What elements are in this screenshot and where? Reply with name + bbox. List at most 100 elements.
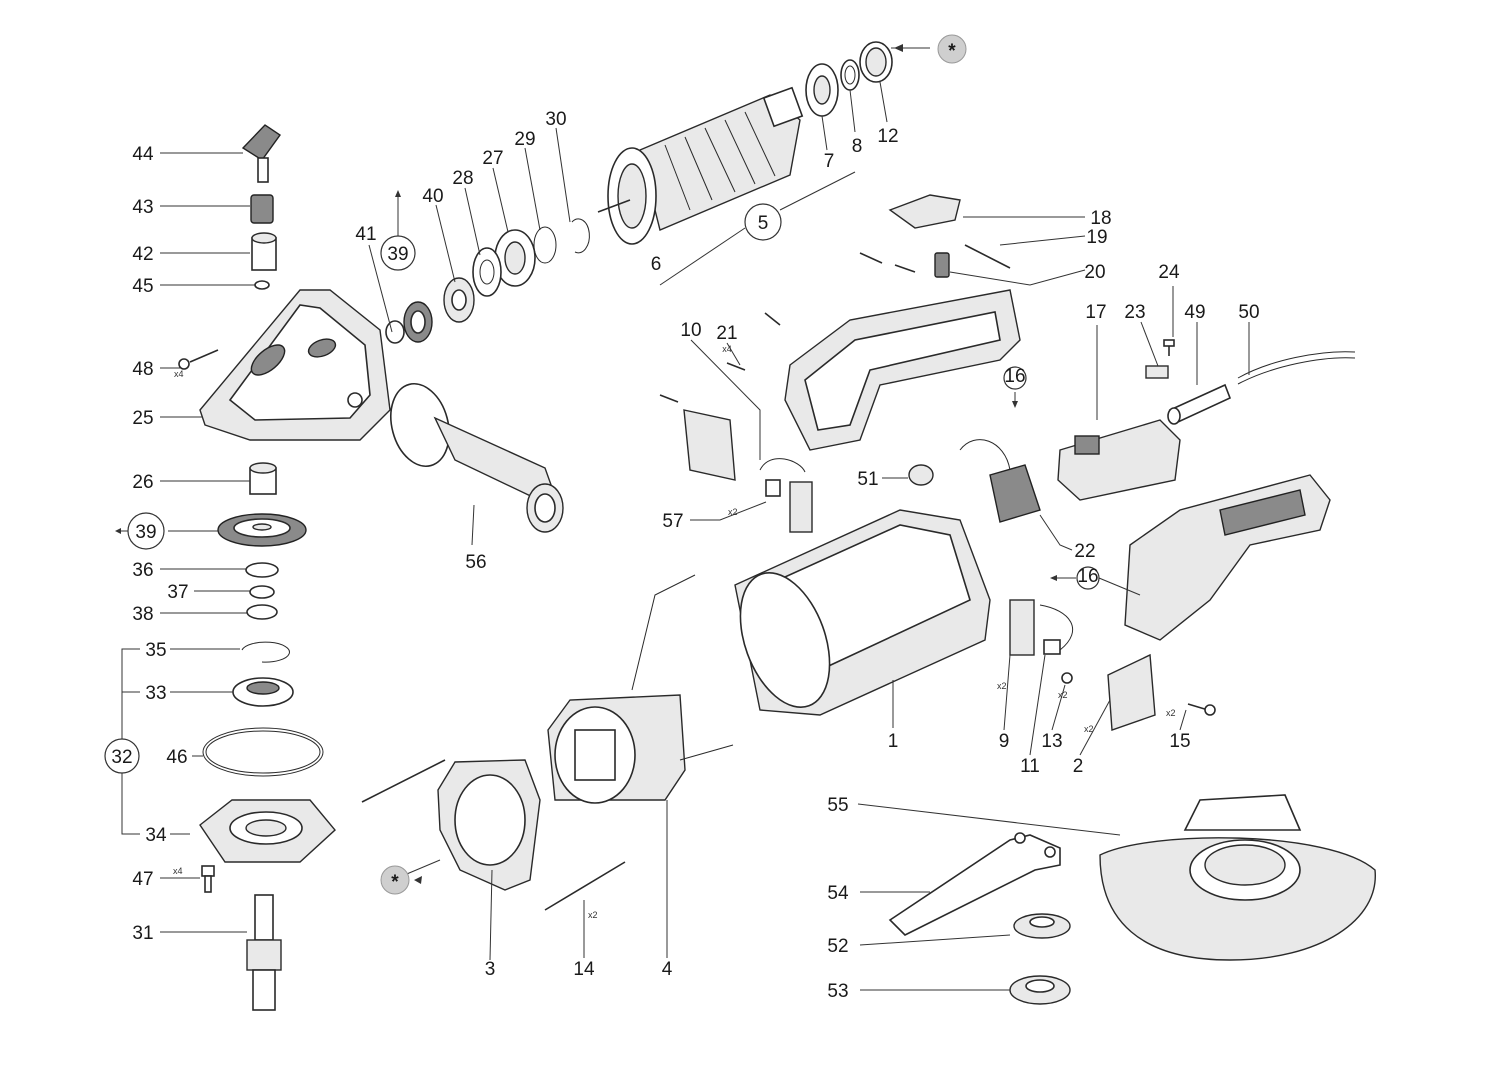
label-47: 47 — [132, 869, 153, 890]
power-cord-50 — [1237, 351, 1356, 385]
svg-text:*: * — [391, 872, 399, 893]
label-43: 43 — [132, 197, 153, 218]
label-49: 49 — [1184, 302, 1205, 323]
screw-21d — [726, 362, 746, 371]
callout-circle-5 — [744, 203, 782, 241]
spring-20 — [934, 252, 950, 278]
label-23: 23 — [1124, 302, 1145, 323]
label-41: 41 — [355, 224, 376, 245]
label-10: 10 — [680, 320, 701, 341]
label-55: 55 — [827, 795, 848, 816]
through-bolt-14a — [361, 759, 446, 803]
quantity-markers: x4 x4 x2 x2 x2 x2 x2 x2 x4 — [173, 344, 1176, 920]
switch-lever-18 — [888, 194, 961, 229]
circlip-35 — [241, 641, 290, 663]
ring-8 — [840, 59, 860, 91]
qty-2: x2 — [1084, 724, 1094, 734]
label-12: 12 — [877, 126, 898, 147]
label-31: 31 — [132, 923, 153, 944]
label-16-mid: 16 — [1077, 566, 1098, 587]
washer-37 — [249, 585, 275, 599]
part-number-labels: 44 43 42 45 48 25 26 39 36 37 38 35 33 3… — [111, 109, 1259, 1002]
washer-45 — [254, 280, 270, 290]
cable-sleeve-49 — [1167, 383, 1232, 425]
pinion-gear-40 — [403, 301, 433, 343]
svg-text:*: * — [948, 41, 956, 62]
brush-holder-9 — [1009, 599, 1035, 656]
label-39-top: 39 — [387, 244, 408, 265]
sleeve-12 — [859, 41, 893, 83]
callout-circle-16-top — [1003, 366, 1027, 390]
label-1: 1 — [888, 731, 899, 752]
label-52: 52 — [827, 936, 848, 957]
o-ring-46 — [202, 727, 324, 777]
o-ring-46-inner — [205, 730, 321, 774]
label-3: 3 — [485, 959, 496, 980]
washer-36 — [245, 562, 279, 578]
screw-24 — [1163, 339, 1175, 356]
armature-rotor — [597, 86, 804, 245]
label-30: 30 — [545, 109, 566, 130]
star-badge-bottom: * — [380, 865, 410, 895]
qty-14: x2 — [588, 910, 598, 920]
label-11: 11 — [1020, 756, 1040, 777]
label-39-left: 39 — [135, 522, 156, 543]
label-21: 21 — [716, 323, 737, 344]
label-13: 13 — [1041, 731, 1062, 752]
cap-51 — [908, 464, 934, 486]
label-22: 22 — [1074, 541, 1095, 562]
lock-washer-40 — [443, 277, 475, 323]
carbon-brush-11 — [1039, 604, 1073, 655]
screw-21a — [859, 252, 883, 264]
spindle-31 — [246, 894, 282, 1011]
qty-47: x4 — [173, 866, 183, 876]
label-6: 6 — [651, 254, 662, 275]
label-5: 5 — [758, 213, 769, 234]
clamp-23 — [1145, 365, 1169, 379]
bevel-gear-39 — [217, 513, 307, 547]
qty-57: x2 — [728, 507, 738, 517]
handle-half-lower — [1124, 474, 1331, 641]
label-51: 51 — [857, 469, 878, 490]
label-32: 32 — [111, 747, 132, 768]
label-18: 18 — [1090, 208, 1111, 229]
wheel-guard-55 — [1099, 794, 1376, 961]
leader-lines — [121, 47, 1250, 991]
label-36: 36 — [132, 560, 153, 581]
label-44: 44 — [132, 144, 154, 165]
nut-41 — [385, 320, 405, 344]
label-15: 15 — [1169, 731, 1190, 752]
pin-19 — [964, 244, 1011, 269]
label-16-top: 16 — [1004, 366, 1025, 387]
bushing-42 — [251, 232, 277, 271]
cover-plate-2 — [1107, 653, 1156, 731]
bushing-26 — [249, 462, 277, 495]
callout-circle-39-top — [380, 235, 416, 271]
label-50: 50 — [1238, 302, 1259, 323]
label-19: 19 — [1086, 227, 1107, 248]
screw-48 — [178, 349, 219, 370]
label-54: 54 — [827, 883, 849, 904]
screw-21e — [659, 394, 679, 403]
label-45: 45 — [132, 276, 153, 297]
plate-28 — [472, 247, 502, 297]
motor-housing-1 — [734, 509, 991, 716]
spanner-wrench-54 — [888, 832, 1061, 936]
circlip-30 — [571, 218, 590, 254]
label-26: 26 — [132, 472, 153, 493]
switch-17 — [1057, 419, 1181, 501]
qty-48: x4 — [174, 369, 184, 379]
label-29: 29 — [514, 129, 535, 150]
label-34: 34 — [145, 825, 167, 846]
bearing-flange-34 — [199, 799, 336, 863]
label-9: 9 — [999, 731, 1010, 752]
label-40: 40 — [422, 186, 443, 207]
qty-15: x2 — [1166, 708, 1176, 718]
gear-housing-25 — [199, 289, 391, 441]
label-38: 38 — [132, 604, 153, 625]
end-shield-3 — [437, 759, 541, 891]
stator-field-4 — [547, 574, 734, 804]
label-4: 4 — [662, 959, 673, 980]
label-24: 24 — [1158, 262, 1180, 283]
screw-21c — [764, 312, 781, 326]
